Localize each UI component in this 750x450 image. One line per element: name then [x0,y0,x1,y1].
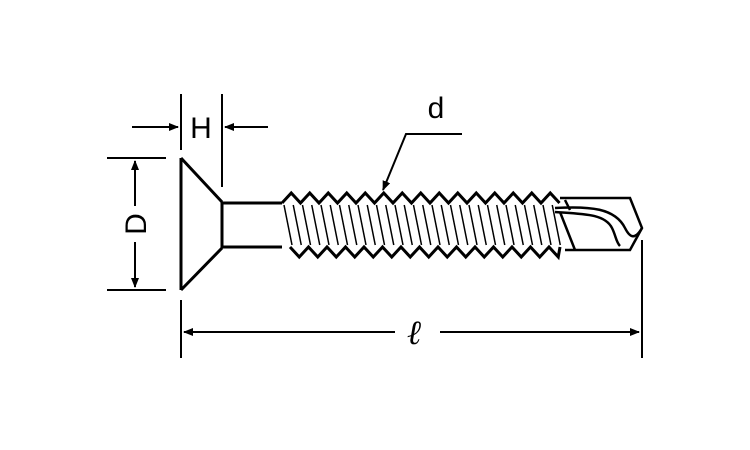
screw-shank [222,201,282,249]
label-D: D [120,213,153,235]
thread-line [412,204,423,246]
thread-line [542,204,552,246]
thread-line [449,204,460,246]
dimension-length [180,240,643,358]
thread-line [311,204,321,246]
dimension-D [107,157,166,291]
thread-line [338,204,349,246]
thread-line [385,204,395,246]
drill-tip [554,196,644,252]
screw-head [179,156,224,292]
dimension-H [132,94,268,187]
thread-line [533,204,543,246]
label-length: ℓ [407,315,421,352]
thread-line [329,204,339,246]
thread-line [403,204,413,246]
thread-line [394,204,404,246]
thread-line [431,204,441,246]
label-d: d [428,92,445,125]
thread-line [348,204,358,246]
thread-profile [288,244,562,261]
thread-line [523,204,534,246]
thread-line [551,204,561,246]
thread-line [505,204,515,246]
thread-line [375,204,386,246]
thread-line [440,204,450,246]
thread-line [486,204,497,246]
label-H: H [190,112,212,145]
thread-line [422,204,432,246]
dimension-d-leader [382,133,462,191]
thread-line [459,204,469,246]
thread-profile [280,190,561,206]
thread-line [283,204,293,246]
thread-line [496,204,506,246]
thread-line [468,204,478,246]
thread-line [357,204,367,246]
thread-line [292,204,302,246]
thread-line [514,204,524,246]
thread-line [301,204,312,246]
thread-line [477,204,487,246]
thread-line [320,204,330,246]
screw-thread [280,190,562,261]
thread-line [366,204,376,246]
